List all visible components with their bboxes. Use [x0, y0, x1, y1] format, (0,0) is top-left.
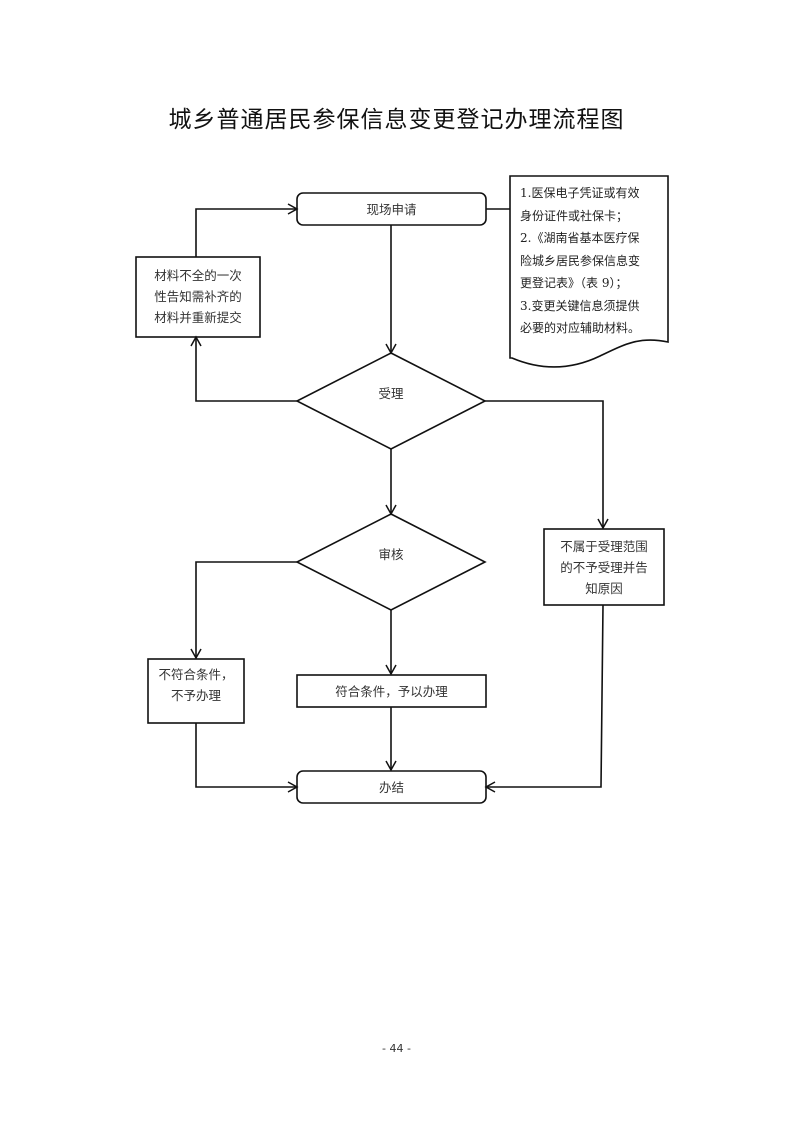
documents-line: 身份证件或社保卡；	[520, 208, 629, 223]
documents-line: 2.《湖南省基本医疗保	[520, 231, 640, 245]
apply-label: 现场申请	[366, 202, 417, 217]
out-of-scope-text: 不属于受理范围 的不予受理并告 知原因	[544, 536, 664, 599]
incomplete-line: 材料不全的一次	[154, 268, 242, 283]
rejected-line: 不予办理	[170, 688, 221, 703]
rejected-to-done-arrow	[195, 723, 299, 793]
out-of-scope-line: 知原因	[585, 581, 623, 596]
incomplete-text: 材料不全的一次 性告知需补齐的 材料并重新提交	[136, 265, 260, 328]
outofscope-to-done-arrow	[484, 604, 604, 793]
incomplete-line: 性告知需补齐的	[154, 289, 242, 304]
approved-label: 符合条件，予以办理	[335, 684, 448, 699]
documents-line: 更登记表》（表 9）；	[520, 276, 628, 290]
incomplete-to-apply-arrow	[195, 203, 299, 257]
documents-line: 必要的对应辅助材料。	[520, 321, 641, 335]
documents-node	[509, 175, 669, 368]
accept-to-incomplete-arrow	[190, 335, 297, 402]
page-title: 城乡普通居民参保信息变更登记办理流程图	[168, 107, 625, 133]
out-of-scope-node	[543, 528, 665, 606]
rejected-line: 不符合条件，	[158, 667, 234, 682]
review-to-rejected-arrow	[190, 561, 297, 660]
done-label: 办结	[378, 780, 404, 795]
documents-line: 3.变更关键信息须提供	[520, 298, 640, 313]
incomplete-line: 材料并重新提交	[154, 310, 242, 325]
accept-label: 受理	[378, 386, 404, 401]
accept-to-outofscope-arrow	[485, 400, 609, 530]
documents-line: 险城乡居民参保信息变	[520, 253, 641, 268]
out-of-scope-line: 不属于受理范围	[560, 539, 648, 554]
review-label: 审核	[378, 547, 404, 562]
rejected-text: 不符合条件， 不予办理	[148, 664, 244, 706]
documents-text: 1.医保电子凭证或有效 身份证件或社保卡； 2.《湖南省基本医疗保 险城乡居民参…	[520, 182, 670, 340]
out-of-scope-line: 的不予受理并告	[560, 560, 648, 575]
documents-line: 1.医保电子凭证或有效	[520, 186, 640, 200]
page-number: - 44 -	[382, 1042, 411, 1055]
